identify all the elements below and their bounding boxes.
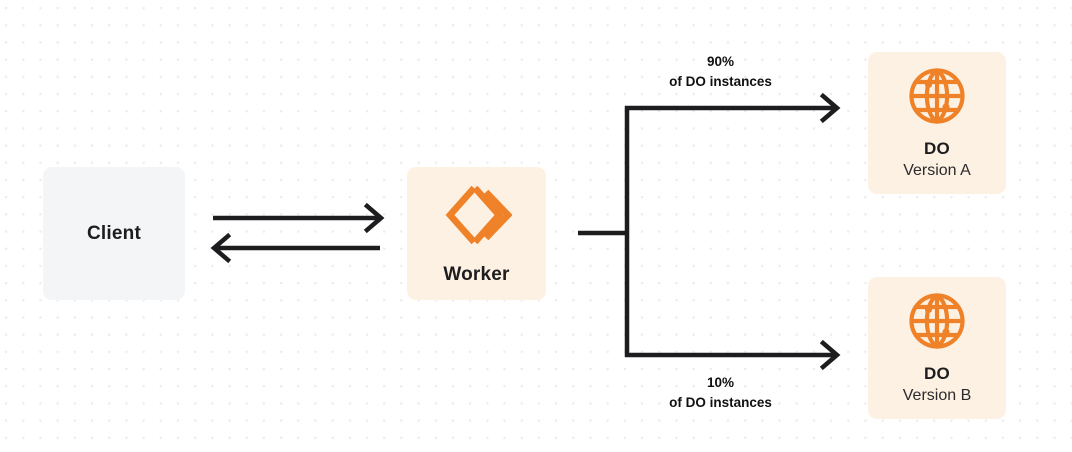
node-client-label: Client: [87, 222, 141, 244]
node-do-b-sublabel: Version B: [902, 386, 972, 404]
node-do-a-sublabel: Version A: [903, 161, 971, 179]
node-do-version-b[interactable]: DO Version B: [868, 277, 1006, 419]
arrow-worker-to-client: [210, 232, 380, 264]
node-worker-label: Worker: [443, 263, 510, 285]
arrow-client-to-worker: [213, 202, 385, 234]
node-do-version-a[interactable]: DO Version A: [868, 52, 1006, 194]
edge-label-do-a-text: of DO instances: [669, 73, 772, 89]
node-worker[interactable]: Worker: [407, 167, 546, 300]
node-do-b-label: DO: [923, 363, 951, 383]
edge-label-do-b-percent: 10%: [706, 375, 735, 390]
node-do-a-label: DO: [923, 138, 951, 158]
edge-label-do-b: 10% of DO instances: [598, 373, 843, 412]
edge-label-do-a: 90% of DO instances: [598, 52, 843, 91]
edge-label-do-a-percent: 90%: [706, 54, 735, 69]
durable-object-globe-icon: [908, 67, 966, 125]
node-client[interactable]: Client: [43, 167, 185, 300]
branch-connector-worker: [578, 92, 841, 371]
durable-object-globe-icon: [908, 292, 966, 350]
cloudflare-workers-icon: [442, 182, 513, 248]
edge-label-do-b-text: of DO instances: [669, 394, 772, 410]
